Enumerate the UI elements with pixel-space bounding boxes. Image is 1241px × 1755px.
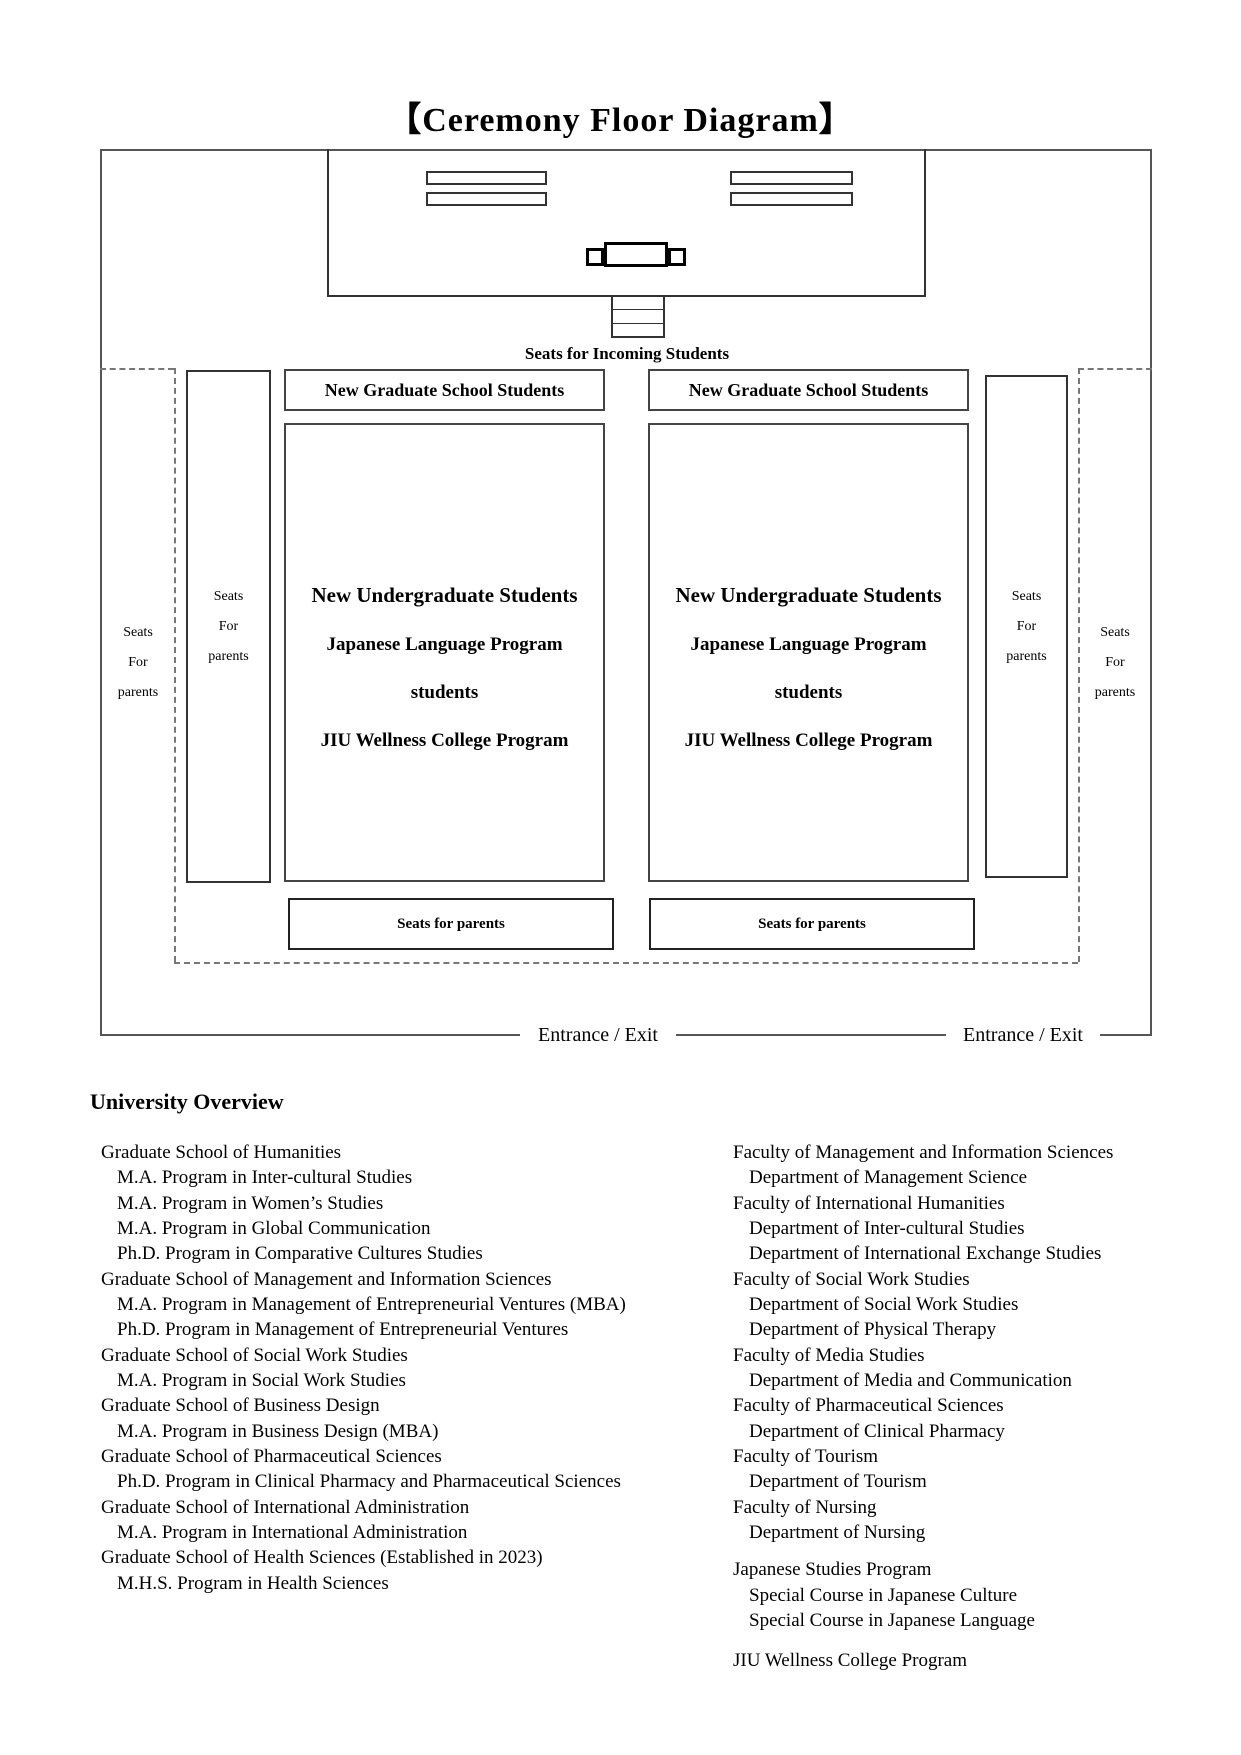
grad-students-label: New Graduate School Students <box>324 379 565 400</box>
entrance-exit-label-right: Entrance / Exit <box>963 1023 1083 1046</box>
undergrad-line: Japanese Language Program <box>690 634 927 655</box>
list-item: M.A. Program in Social Work Studies <box>117 1369 406 1391</box>
list-item: Faculty of Social Work Studies <box>733 1268 970 1290</box>
list-item: Graduate School of Management and Inform… <box>101 1268 552 1290</box>
stage <box>327 149 926 297</box>
list-item: Graduate School of Social Work Studies <box>101 1344 408 1366</box>
seats-label-line: For <box>218 618 239 634</box>
undergrad-line: students <box>774 682 843 703</box>
undergrad-line: New Undergraduate Students <box>311 583 578 607</box>
podium-side <box>586 248 604 266</box>
list-item: M.A. Program in Women’s Studies <box>117 1192 384 1214</box>
seats-for-parents-label: Seats for parents <box>758 915 866 932</box>
list-item: Graduate School of Health Sciences (Esta… <box>101 1547 543 1569</box>
dashed-border-top-left <box>100 368 174 370</box>
seats-label-line: Seats <box>123 625 153 640</box>
seats-label-line: For <box>1105 655 1125 670</box>
seats-incoming-students-label: Seats for Incoming Students <box>524 344 730 363</box>
grad-students-box-right: New Graduate School Students <box>648 369 969 411</box>
list-item: Department of Social Work Studies <box>749 1293 1019 1315</box>
list-gap <box>733 1545 1113 1557</box>
seats-for-parents-bottom-left: Seats for parents <box>288 898 614 950</box>
dashed-border-top-right <box>1078 368 1152 370</box>
dashed-border-right <box>1078 368 1080 962</box>
list-item: M.A. Program in Management of Entreprene… <box>117 1293 626 1315</box>
stage-banner <box>730 192 853 206</box>
entrance-exit-label-left: Entrance / Exit <box>538 1023 658 1046</box>
list-item: Faculty of Tourism <box>733 1445 879 1467</box>
stage-banner <box>730 171 853 185</box>
list-item: Faculty of Media Studies <box>733 1344 925 1366</box>
seats-for-parents-outer-right: Seats For parents <box>1080 618 1150 708</box>
list-item: Department of International Exchange Stu… <box>749 1243 1102 1265</box>
list-item: M.A. Program in International Administra… <box>117 1521 468 1543</box>
list-item: Faculty of Management and Information Sc… <box>733 1142 1114 1163</box>
podium-side <box>668 248 686 266</box>
list-item: Japanese Studies Program <box>733 1559 932 1581</box>
dashed-border-bottom <box>174 962 1078 964</box>
stage-banner <box>426 192 547 206</box>
list-item: Graduate School of Humanities <box>101 1142 342 1163</box>
page-title: 【Ceremony Floor Diagram】 <box>387 102 854 139</box>
seats-label-line: parents <box>117 685 159 700</box>
seats-label-line: Seats <box>213 588 244 604</box>
list-item: M.A. Program in Inter-cultural Studies <box>117 1167 413 1189</box>
venue-bottom-border-middle <box>676 1034 946 1036</box>
list-gap <box>733 1633 1113 1648</box>
list-item: Ph.D. Program in Clinical Pharmacy and P… <box>117 1471 621 1493</box>
undergrad-line: students <box>410 682 479 703</box>
list-item: Department of Physical Therapy <box>749 1319 997 1341</box>
list-item: Special Course in Japanese Culture <box>749 1584 1018 1606</box>
seats-label-line: For <box>1016 618 1037 634</box>
dashed-border-left <box>174 368 176 962</box>
seats-for-parents-label: Seats for parents <box>397 915 505 932</box>
overview-right-column: Faculty of Management and Information Sc… <box>733 1140 1113 1674</box>
list-item: Graduate School of Pharmaceutical Scienc… <box>101 1445 442 1467</box>
list-item: Department of Management Science <box>749 1167 1028 1189</box>
grad-students-box-left: New Graduate School Students <box>284 369 605 411</box>
undergrad-students-box-left: New Undergraduate Students Japanese Lang… <box>284 423 605 882</box>
list-item: Faculty of International Humanities <box>733 1192 1005 1214</box>
seats-for-parents-bottom-right: Seats for parents <box>649 898 975 950</box>
stage-steps <box>611 297 665 338</box>
overview-left-column: Graduate School of Humanities M.A. Progr… <box>101 1140 626 1596</box>
undergrad-students-box-right: New Undergraduate Students Japanese Lang… <box>648 423 969 882</box>
undergrad-line: Japanese Language Program <box>326 634 563 655</box>
list-item: JIU Wellness College Program <box>733 1650 968 1672</box>
list-item: Department of Inter-cultural Studies <box>749 1217 1025 1239</box>
list-item: Ph.D. Program in Management of Entrepren… <box>117 1319 569 1341</box>
seats-for-parents-outer-left: Seats For parents <box>102 618 174 708</box>
list-item: M.H.S. Program in Health Sciences <box>117 1572 389 1594</box>
list-item: Department of Nursing <box>749 1521 926 1543</box>
seats-label-line: Seats <box>1100 625 1130 640</box>
undergrad-line: JIU Wellness College Program <box>684 730 933 751</box>
list-item: M.A. Program in Business Design (MBA) <box>117 1420 439 1442</box>
list-item: Department of Tourism <box>749 1471 927 1493</box>
seats-label-line: parents <box>1094 685 1136 700</box>
list-item: Graduate School of International Adminis… <box>101 1496 470 1518</box>
list-item: Faculty of Nursing <box>733 1496 877 1518</box>
seats-for-parents-column-left: Seats For parents <box>186 370 271 883</box>
undergrad-line: New Undergraduate Students <box>675 583 942 607</box>
list-item: Ph.D. Program in Comparative Cultures St… <box>117 1243 483 1265</box>
venue-outline <box>100 149 1152 1035</box>
list-item: M.A. Program in Global Communication <box>117 1217 431 1239</box>
stage-banner <box>426 171 547 185</box>
podium <box>604 242 668 267</box>
list-item: Department of Media and Communication <box>749 1369 1072 1391</box>
list-item: Special Course in Japanese Language <box>749 1609 1035 1631</box>
seats-label-line: For <box>128 655 148 670</box>
venue-bottom-border-left <box>100 1034 520 1036</box>
seats-for-parents-column-right: Seats For parents <box>985 375 1068 878</box>
seats-label-line: parents <box>208 648 249 664</box>
list-item: Faculty of Pharmaceutical Sciences <box>733 1395 1004 1417</box>
grad-students-label: New Graduate School Students <box>688 379 929 400</box>
seats-label-line: Seats <box>1011 588 1042 604</box>
list-item: Department of Clinical Pharmacy <box>749 1420 1005 1442</box>
list-item: Graduate School of Business Design <box>101 1395 380 1417</box>
seats-label-line: parents <box>1006 648 1047 664</box>
venue-bottom-border-right <box>1100 1034 1152 1036</box>
overview-heading: University Overview <box>90 1089 284 1114</box>
undergrad-line: JIU Wellness College Program <box>320 730 569 751</box>
